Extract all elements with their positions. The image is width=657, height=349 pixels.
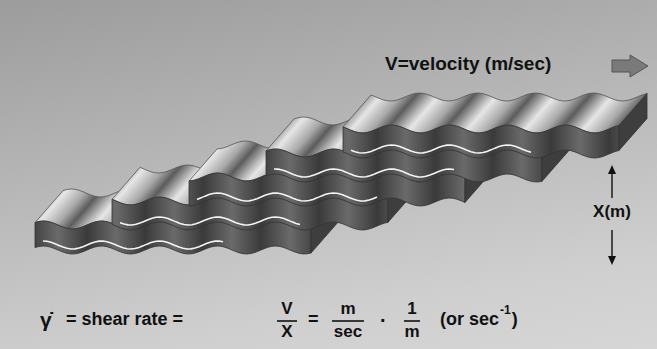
fraction-denominator: m xyxy=(404,323,419,342)
formula-text: ) xyxy=(512,310,518,330)
velocity-arrow xyxy=(612,55,648,77)
shear-line xyxy=(43,241,223,249)
thickness-label: X(m) xyxy=(593,203,631,222)
shear-line xyxy=(351,145,531,153)
fraction-numerator: 1 xyxy=(407,300,416,319)
fraction-denominator: sec xyxy=(334,323,362,342)
formula-text: = shear rate = xyxy=(66,310,183,330)
shear-line xyxy=(120,217,300,225)
fraction-numerator: m xyxy=(340,300,355,319)
formula-text: (or sec xyxy=(440,310,499,330)
shear-rate-symbol: γ̇ xyxy=(40,308,52,331)
shear-line xyxy=(274,169,454,177)
fluid-layers xyxy=(35,93,647,254)
formula-text: = xyxy=(308,310,319,330)
fraction-bar xyxy=(277,320,420,322)
fraction-denominator: X xyxy=(281,323,292,342)
layer-side-face xyxy=(619,93,647,150)
velocity-label: V=velocity (m/sec) xyxy=(385,54,551,75)
superscript: -1 xyxy=(500,304,511,317)
layer-front-face xyxy=(266,149,542,182)
formula-text: · xyxy=(380,309,387,331)
fraction-numerator: V xyxy=(281,300,292,319)
layer-front-face xyxy=(343,125,619,158)
shear-line xyxy=(197,193,377,201)
